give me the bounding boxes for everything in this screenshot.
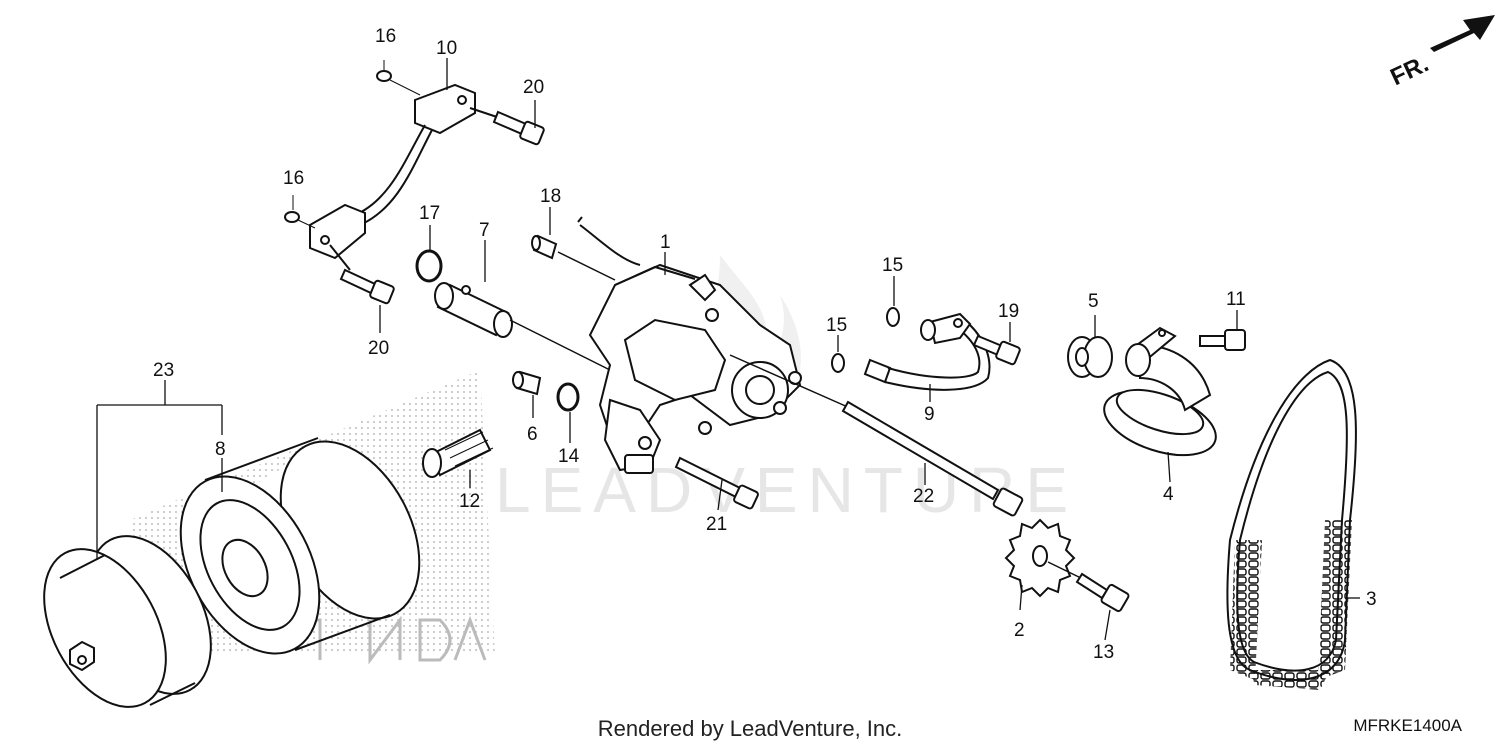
dowel-6 xyxy=(512,370,542,396)
seal-5 xyxy=(1067,336,1113,378)
bolt-11 xyxy=(1199,329,1246,351)
callout-6: 6 xyxy=(527,424,538,445)
callout-2: 2 xyxy=(1014,620,1025,641)
washer-16-lower xyxy=(284,195,316,229)
bolt-13 xyxy=(1047,561,1130,613)
oil-filter-8 xyxy=(179,437,421,655)
diagram-code: MFRKE1400A xyxy=(1353,716,1462,735)
bolt-19 xyxy=(972,334,1021,366)
oil-pump-assembly xyxy=(577,216,802,474)
callout-5: 5 xyxy=(1088,291,1099,312)
callout-20-lower: 20 xyxy=(368,338,389,359)
leader-lines xyxy=(96,58,1360,641)
callout-13: 13 xyxy=(1093,642,1114,663)
brand-watermark-letters xyxy=(300,615,487,665)
oil-pipe-9 xyxy=(863,312,991,391)
filter-bracket xyxy=(309,83,476,260)
drive-chain-3 xyxy=(1226,358,1357,690)
collar-18 xyxy=(531,234,616,281)
front-label: FR. xyxy=(1386,50,1432,91)
washer-15-left xyxy=(831,353,845,373)
callout-11: 11 xyxy=(1226,289,1246,310)
callout-12: 12 xyxy=(459,491,480,512)
callout-14: 14 xyxy=(558,446,580,467)
callout-7: 7 xyxy=(479,220,490,241)
callout-labels: 1 2 3 4 5 6 7 8 9 10 11 12 13 14 15 15 1… xyxy=(153,26,1377,663)
bolt-21 xyxy=(674,456,759,510)
watermark-text: LEADVENTURE xyxy=(495,454,1078,526)
callout-20-upper: 20 xyxy=(523,77,544,98)
callout-19: 19 xyxy=(998,301,1019,322)
filter-wrench-23 xyxy=(43,535,212,708)
o-ring-14 xyxy=(556,382,580,412)
washer-15-right xyxy=(886,307,900,327)
oil-strainer-4 xyxy=(1103,326,1217,457)
callout-17: 17 xyxy=(419,203,440,224)
o-ring-17 xyxy=(415,249,443,283)
callout-21: 21 xyxy=(706,514,727,535)
front-arrow-icon: FR. xyxy=(1386,15,1495,91)
filter-boss-12 xyxy=(422,428,494,478)
callout-23: 23 xyxy=(153,360,174,381)
callout-9: 9 xyxy=(924,404,935,425)
washer-16-upper xyxy=(376,60,421,96)
sprocket-2 xyxy=(1004,518,1076,598)
callout-1: 1 xyxy=(660,232,671,253)
callout-18: 18 xyxy=(540,186,561,207)
callout-16-upper: 16 xyxy=(375,26,396,47)
callout-10: 10 xyxy=(436,38,457,59)
oil-pipe-7 xyxy=(434,282,611,371)
callout-15-left: 15 xyxy=(826,315,847,336)
callout-4: 4 xyxy=(1163,484,1174,505)
callout-8: 8 xyxy=(215,439,226,460)
bolt-20-upper xyxy=(469,107,545,146)
callout-15-right: 15 xyxy=(882,255,903,276)
callout-16-lower: 16 xyxy=(283,168,304,189)
long-bolt-22 xyxy=(729,354,1024,517)
callout-22: 22 xyxy=(913,486,934,507)
callout-3: 3 xyxy=(1366,589,1377,610)
bolt-20-lower xyxy=(329,244,395,305)
footer-credit: Rendered by LeadVenture, Inc. xyxy=(597,716,903,741)
